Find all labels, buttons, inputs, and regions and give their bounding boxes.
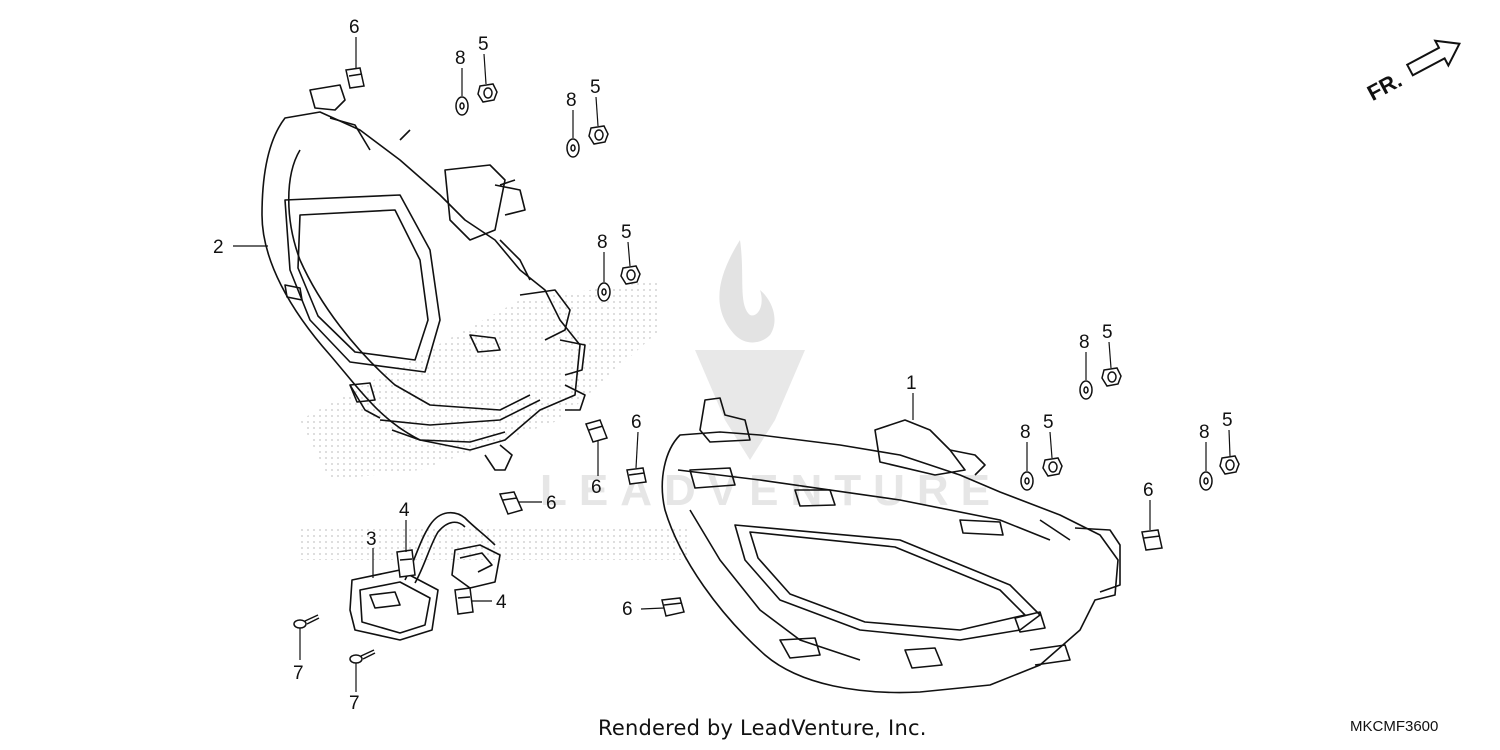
grommet[interactable]: [1043, 458, 1062, 476]
washer[interactable]: [1021, 472, 1033, 490]
grommet[interactable]: [589, 126, 608, 144]
grommets: [478, 84, 1239, 476]
nut[interactable]: [346, 68, 364, 88]
callout-grommet: 5: [621, 222, 632, 243]
callout-grommet: 5: [1222, 410, 1233, 431]
callout-grommet: 5: [1102, 322, 1113, 343]
callout-grommet: 5: [1043, 412, 1054, 433]
callout-washer: 8: [566, 90, 577, 111]
watermark-dot-field: [300, 280, 660, 480]
drawing-code: MKCMF3600: [1350, 718, 1439, 735]
nut[interactable]: [500, 492, 522, 514]
front-label: FR.: [1363, 67, 1406, 106]
callout-washer: 8: [1079, 332, 1090, 353]
callout-grommet: 5: [590, 77, 601, 98]
callout-nut: 6: [622, 599, 633, 620]
clip-upper[interactable]: [397, 550, 415, 577]
front-arrow-icon: [1405, 39, 1461, 77]
callout-headlight-right: 1: [906, 373, 917, 394]
screw-lower[interactable]: [350, 650, 375, 663]
grommet[interactable]: [1102, 368, 1121, 386]
washer[interactable]: [1200, 472, 1212, 490]
callout-clip: 4: [496, 592, 507, 613]
grommet[interactable]: [621, 266, 640, 284]
rendered-by-credit: Rendered by LeadVenture, Inc.: [598, 716, 927, 740]
callouts: 6 8 5 8 5 8 5 2 1 8 5 8 5 8 5 6 6 6 6 6 …: [213, 17, 1233, 714]
nuts: [346, 68, 1162, 616]
callout-washer: 8: [1199, 422, 1210, 443]
callout-screw: 7: [349, 693, 360, 714]
washer[interactable]: [456, 97, 468, 115]
washers: [456, 97, 1212, 490]
callout-clip: 4: [399, 500, 410, 521]
nut[interactable]: [662, 598, 684, 616]
clip-lower[interactable]: [455, 588, 473, 614]
washer[interactable]: [1080, 381, 1092, 399]
callout-nut: 6: [631, 412, 642, 433]
callout-sub-harness: 3: [366, 529, 377, 550]
callout-grommet: 5: [478, 34, 489, 55]
callout-screw: 7: [293, 663, 304, 684]
washer[interactable]: [598, 283, 610, 301]
watermark-flame-logo: [719, 240, 775, 343]
callout-nut: 6: [546, 493, 557, 514]
washer[interactable]: [567, 139, 579, 157]
callout-nut: 6: [349, 17, 360, 38]
watermark-text: LEADVENTURE: [540, 466, 1002, 515]
headlight-left[interactable]: [262, 85, 585, 470]
callout-nut: 6: [1143, 480, 1154, 501]
watermark-v-logo: [695, 350, 805, 460]
callout-nut: 6: [591, 477, 602, 498]
grommet[interactable]: [478, 84, 497, 102]
grommet[interactable]: [1220, 456, 1239, 474]
leader-lines: [233, 37, 1231, 692]
front-direction-indicator: FR.: [1363, 39, 1461, 106]
watermark-dot-field-lower: [300, 525, 690, 560]
callout-washer: 8: [597, 232, 608, 253]
screw-upper[interactable]: [294, 615, 319, 628]
callout-washer: 8: [455, 48, 466, 69]
callout-washer: 8: [1020, 422, 1031, 443]
nut[interactable]: [1142, 530, 1162, 550]
callout-headlight-left: 2: [213, 237, 224, 258]
nut[interactable]: [586, 420, 607, 442]
nut[interactable]: [627, 468, 646, 484]
headlight-right[interactable]: [662, 398, 1120, 693]
